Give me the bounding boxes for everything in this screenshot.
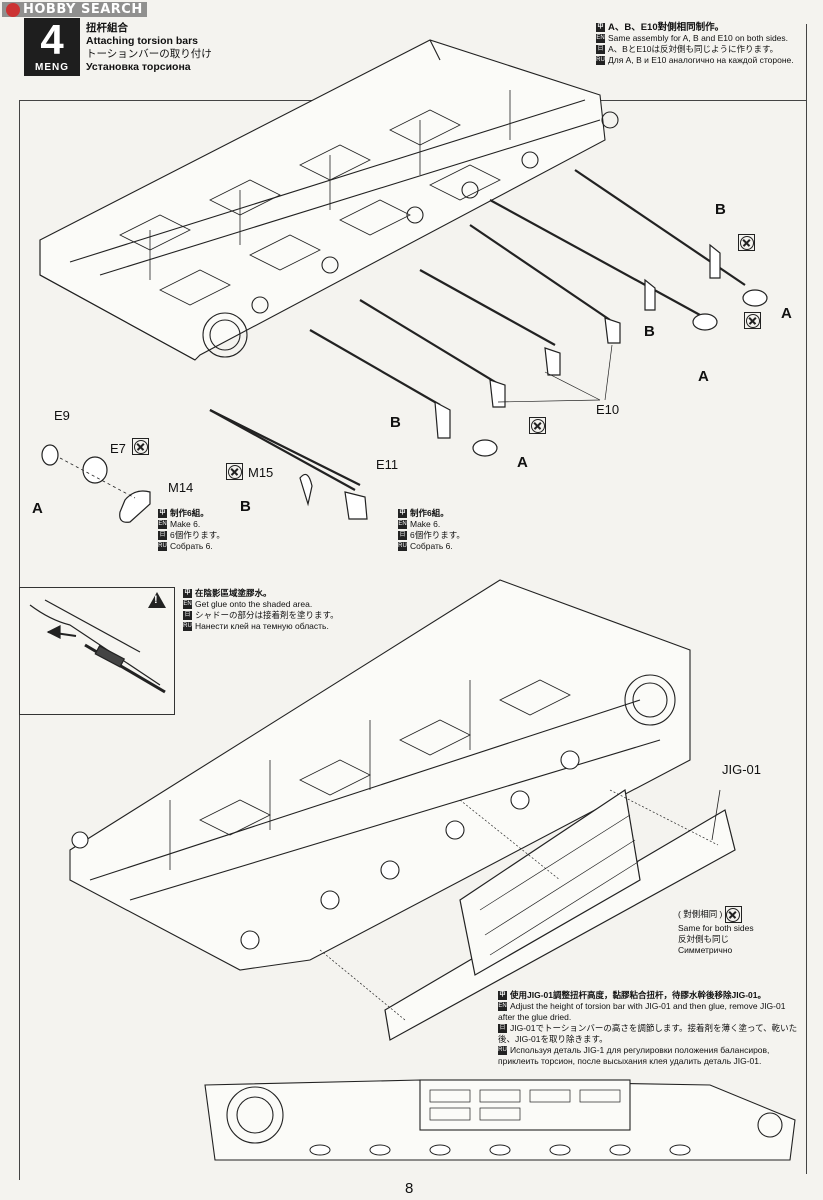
title-ja: トーションバーの取り付け [86, 48, 212, 60]
lower-hull-drawing [69, 579, 691, 971]
title-ru: Установка торсиона [86, 61, 191, 73]
warning-icon [148, 592, 166, 608]
label-b3: B [390, 414, 401, 431]
sub-assembly-a [41, 444, 151, 523]
lang-ru-icon: RU [596, 56, 605, 66]
no-glue-icon-both-sides [724, 906, 742, 923]
no-glue-icon [227, 464, 242, 479]
no-glue-icon [133, 439, 148, 454]
label-sub-a: A [32, 500, 43, 517]
no-glue-icon-2 [744, 312, 761, 329]
label-e7: E7 [110, 441, 126, 456]
label-e11: E11 [376, 457, 399, 472]
no-glue-icon-3 [529, 417, 546, 434]
lang-zh-icon: 中 [596, 22, 605, 32]
no-glue-icon [530, 418, 545, 433]
step-badge: 4 MENG [24, 18, 80, 76]
label-m15: M15 [248, 465, 274, 480]
step-number: 4 [40, 16, 64, 63]
step-title: 扭杆組合 Attaching torsion bars トーションバーの取り付け… [86, 22, 212, 74]
label-sub-b: B [240, 498, 251, 515]
title-en: Attaching torsion bars [86, 35, 199, 47]
page-number: 8 [405, 1180, 414, 1197]
jig-note: 中使用JIG-01調整扭杆高度，黏膠粘合扭杆，待膠水幹後移除JIG-01。 EN… [498, 990, 798, 1066]
no-glue-icon [726, 907, 741, 922]
swing-arms-upper [434, 243, 768, 457]
label-b2: B [644, 323, 655, 340]
label-e9: E9 [54, 408, 70, 423]
right-border-line [806, 24, 807, 1174]
both-sides-note: ( 對側相同 ) Same for both sides 反対側も同じ Симм… [678, 906, 798, 956]
watermark: HOBBY SEARCH [2, 2, 147, 17]
no-glue-icon [745, 313, 760, 328]
sub-assembly-b [209, 409, 368, 520]
label-a1: A [781, 305, 792, 322]
title-zh: 扭杆組合 [86, 22, 128, 34]
no-glue-icon-m15 [226, 463, 243, 480]
jig-guide-lines [319, 789, 719, 1021]
label-jig-01: JIG-01 [722, 762, 762, 777]
upper-hull-drawing [39, 39, 619, 361]
lang-en-icon: EN [596, 34, 605, 44]
label-a2: A [698, 368, 709, 385]
watermark-logo-icon [6, 2, 20, 17]
side-profile-drawing [204, 1079, 796, 1161]
label-m14: M14 [168, 480, 194, 495]
no-glue-icon-e7 [132, 438, 149, 455]
no-glue-icon [739, 235, 754, 250]
jig-01-drawing [384, 788, 736, 1041]
e10-leader-lines [497, 344, 613, 403]
no-glue-icon-1 [738, 234, 755, 251]
label-a3: A [517, 454, 528, 471]
lang-ja-icon: 日 [596, 45, 605, 55]
brand-logo: MENG [35, 62, 69, 73]
label-e10: E10 [596, 402, 620, 417]
label-b1: B [715, 201, 726, 218]
